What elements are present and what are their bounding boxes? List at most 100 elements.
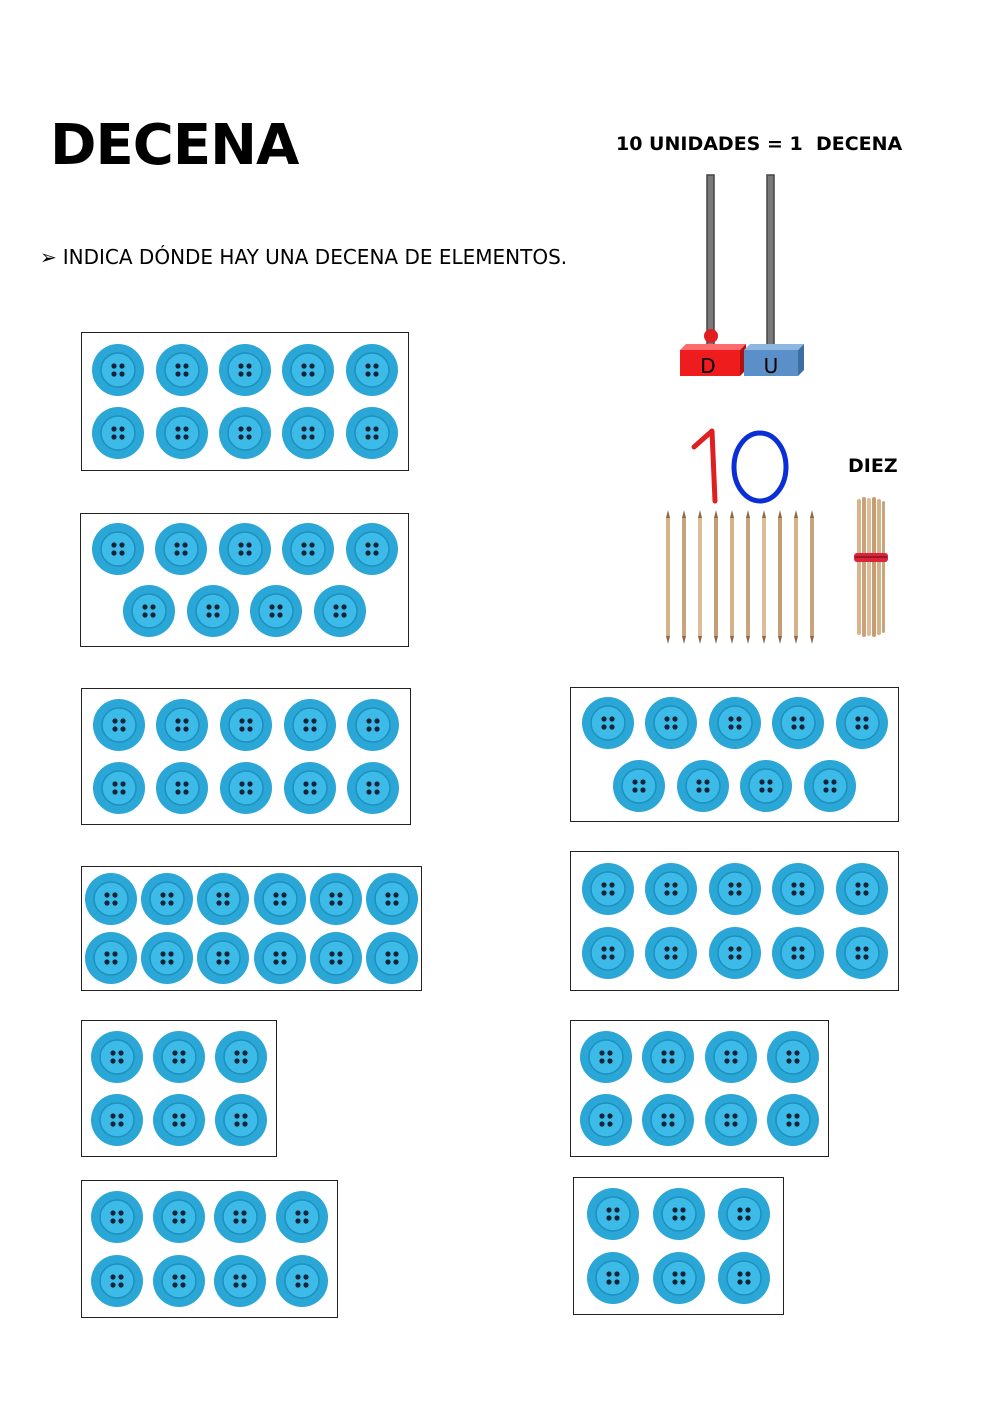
- blue-four-hole-button-icon: [708, 697, 761, 750]
- button-item: [152, 1254, 206, 1308]
- button-item: [579, 1093, 633, 1147]
- blue-four-hole-button-icon: [347, 762, 400, 814]
- button-item: [704, 1030, 758, 1084]
- button-group-5[interactable]: [81, 1020, 277, 1157]
- wooden-stick: [746, 510, 750, 644]
- blue-four-hole-button-icon: [676, 759, 729, 812]
- blue-four-hole-button-icon: [652, 1251, 705, 1304]
- button-item: [641, 1093, 695, 1147]
- blue-four-hole-button-icon: [365, 873, 418, 925]
- button-item: [704, 1093, 758, 1147]
- button-group-7[interactable]: [570, 687, 899, 822]
- blue-four-hole-button-icon: [92, 762, 145, 814]
- button-item: [152, 1030, 206, 1084]
- blue-four-hole-button-icon: [92, 699, 145, 751]
- blue-four-hole-button-icon: [704, 1031, 757, 1083]
- button-item: [644, 926, 698, 980]
- number-word: DIEZ: [848, 455, 898, 477]
- blue-four-hole-button-icon: [835, 863, 888, 915]
- button-item: [196, 872, 250, 926]
- blue-four-hole-button-icon: [214, 1254, 267, 1307]
- button-item: [155, 406, 209, 460]
- button-item: [219, 761, 273, 815]
- button-item: [155, 698, 209, 752]
- button-item: [581, 862, 635, 916]
- button-group-3[interactable]: [81, 688, 411, 825]
- blue-four-hole-button-icon: [123, 585, 176, 637]
- blue-four-hole-button-icon: [276, 1254, 329, 1307]
- blue-four-hole-button-icon: [152, 1254, 205, 1307]
- button-item: [644, 862, 698, 916]
- blue-four-hole-button-icon: [581, 863, 634, 915]
- blue-four-hole-button-icon: [92, 343, 145, 396]
- button-item: [676, 759, 730, 813]
- worksheet-title: DECENA: [50, 113, 299, 178]
- blue-four-hole-button-icon: [613, 759, 666, 812]
- button-item: [365, 872, 419, 926]
- blue-four-hole-button-icon: [197, 932, 250, 984]
- blue-four-hole-button-icon: [313, 585, 366, 637]
- button-item: [219, 698, 273, 752]
- blue-four-hole-button-icon: [345, 407, 398, 460]
- button-item: [155, 343, 209, 397]
- button-item: [586, 1187, 640, 1241]
- blue-four-hole-button-icon: [345, 343, 398, 396]
- button-item: [152, 1190, 206, 1244]
- button-item: [586, 1251, 640, 1305]
- button-item: [275, 1190, 329, 1244]
- button-item: [275, 1254, 329, 1308]
- blue-four-hole-button-icon: [365, 932, 418, 984]
- abacus-bead: [704, 329, 718, 343]
- button-item: [90, 1030, 144, 1084]
- blue-four-hole-button-icon: [219, 343, 271, 396]
- button-item: [186, 584, 240, 638]
- button-group-4[interactable]: [81, 866, 422, 991]
- blue-four-hole-button-icon: [155, 407, 208, 460]
- button-item: [253, 872, 307, 926]
- blue-four-hole-button-icon: [772, 863, 824, 915]
- button-group-8[interactable]: [570, 851, 899, 991]
- blue-four-hole-button-icon: [772, 927, 824, 979]
- button-item: [835, 926, 889, 980]
- blue-four-hole-button-icon: [283, 699, 336, 751]
- button-item: [345, 406, 399, 460]
- blue-four-hole-button-icon: [345, 523, 398, 575]
- number-ten: [691, 428, 789, 504]
- button-group-9[interactable]: [570, 1020, 829, 1157]
- button-item: [581, 926, 635, 980]
- button-item: [644, 696, 698, 750]
- blue-four-hole-button-icon: [153, 1094, 205, 1146]
- button-group-1[interactable]: [81, 332, 409, 471]
- button-item: [717, 1251, 771, 1305]
- blue-four-hole-button-icon: [156, 699, 209, 751]
- blue-four-hole-button-icon: [309, 873, 362, 925]
- instruction-text: INDICA DÓNDE HAY UNA DECENA DE ELEMENTOS…: [62, 245, 568, 269]
- button-group-10[interactable]: [573, 1177, 784, 1315]
- blue-four-hole-button-icon: [91, 1094, 143, 1146]
- button-group-2[interactable]: [80, 513, 409, 647]
- button-group-6[interactable]: [81, 1180, 338, 1318]
- button-item: [766, 1030, 820, 1084]
- button-item: [281, 343, 335, 397]
- blue-four-hole-button-icon: [141, 873, 194, 925]
- blue-four-hole-button-icon: [215, 1031, 267, 1083]
- button-item: [835, 696, 889, 750]
- blue-four-hole-button-icon: [586, 1188, 639, 1241]
- button-item: [708, 696, 762, 750]
- bundle-sticks: [857, 497, 885, 637]
- button-item: [739, 759, 793, 813]
- button-item: [213, 1190, 267, 1244]
- button-item: [91, 522, 145, 576]
- abacus-base-tens: [680, 344, 746, 376]
- blue-four-hole-button-icon: [580, 1031, 633, 1083]
- button-item: [155, 761, 209, 815]
- blue-four-hole-button-icon: [197, 873, 250, 925]
- button-item: [218, 522, 272, 576]
- button-item: [152, 1093, 206, 1147]
- digit-one: [691, 428, 718, 504]
- wooden-stick: [698, 510, 702, 644]
- blue-four-hole-button-icon: [766, 1031, 819, 1083]
- blue-four-hole-button-icon: [85, 932, 138, 984]
- button-item: [345, 343, 399, 397]
- button-item: [346, 698, 400, 752]
